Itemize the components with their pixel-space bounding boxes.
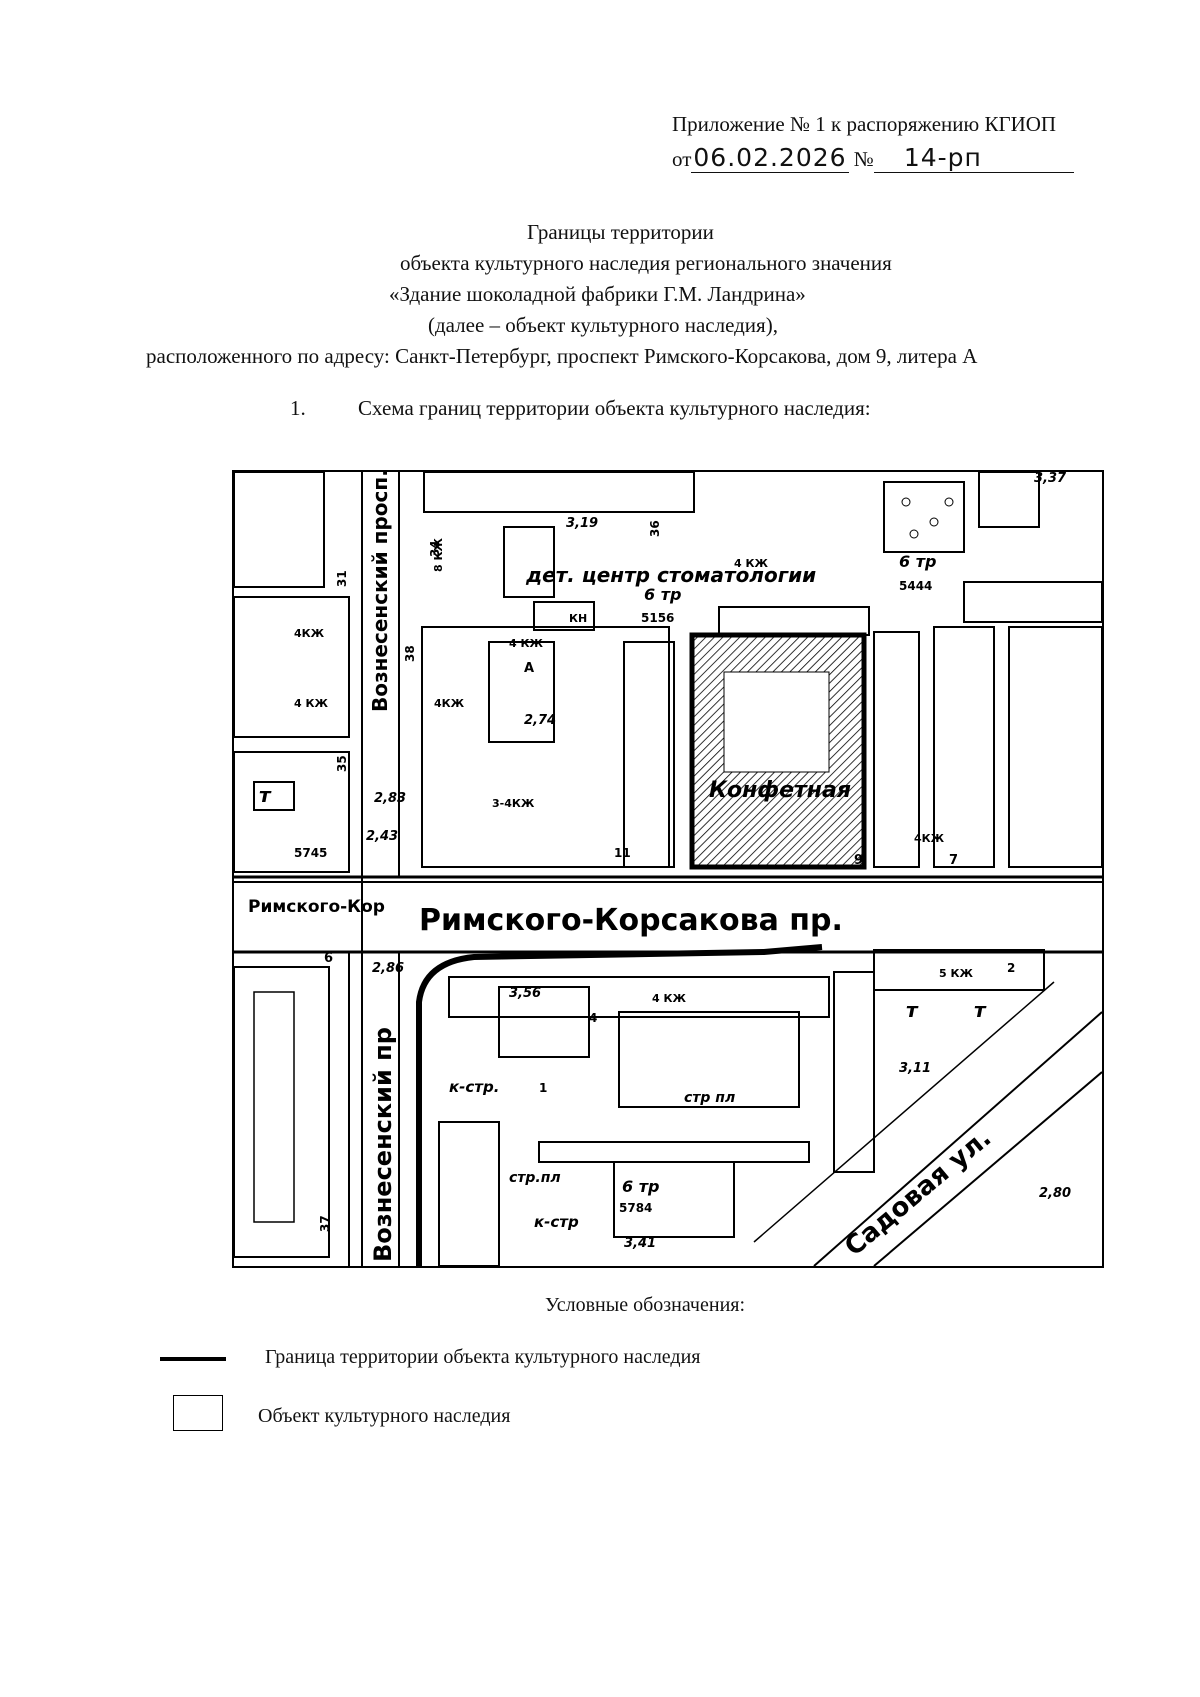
label-4kzh-e: 4 КЖ	[652, 992, 686, 1005]
height-341: 3,41	[624, 1236, 656, 1251]
title-line-3: «Здание шоколадной фабрики Г.М. Ландрина…	[389, 282, 806, 306]
legend-item-boundary: Граница территории объекта культурного н…	[265, 1346, 701, 1368]
title-line-1: Границы территории	[527, 220, 714, 244]
label-tp1-num: 5444	[899, 579, 932, 593]
street-label-main-small: Римского-Кор	[248, 897, 385, 917]
label-4kzh-g: 4КЖ	[914, 832, 945, 845]
height-337: 3,37	[1034, 472, 1067, 486]
label-34: 34	[428, 540, 442, 557]
street-label-voz-bottom: Вознесенский пр	[369, 1027, 397, 1262]
height-283: 2,83	[374, 791, 406, 806]
label-k-str1: к-стр.	[449, 1078, 499, 1096]
legend-boundary-line-icon	[160, 1357, 226, 1361]
label-6: 6	[324, 951, 333, 966]
label-38: 38	[403, 645, 417, 662]
label-4kzh-f: 4 КЖ	[734, 557, 768, 570]
legend-heritage-box-icon	[173, 1395, 223, 1431]
label-37: 37	[318, 1215, 332, 1232]
label-tp2: 6 тр	[644, 585, 681, 604]
handwritten-number: 14-рп	[873, 143, 1074, 173]
label-7: 7	[949, 853, 958, 868]
label-5745: 5745	[294, 846, 327, 860]
label-m2: т	[906, 998, 919, 1022]
label-31: 31	[335, 570, 349, 587]
label-k-str2: к-стр	[534, 1213, 579, 1231]
label-tp1: 6 тр	[899, 552, 936, 571]
label-konfetnaya: Конфетная	[709, 778, 851, 803]
street-label-sadovaya: Садовая ул.	[839, 1123, 997, 1262]
number-prefix: №	[853, 147, 874, 171]
label-4kzh-b: 4 КЖ	[294, 697, 328, 710]
label-m3: т	[974, 998, 987, 1022]
legend-title: Условные обозначения:	[545, 1294, 746, 1316]
label-2: 2	[1007, 961, 1015, 975]
street-label-main: Римского-Корсакова пр.	[419, 903, 843, 938]
height-311: 3,11	[899, 1061, 931, 1076]
label-4kzh-c: 4КЖ	[294, 627, 325, 640]
label-kn: КН	[569, 612, 587, 625]
section-text: Схема границ территории объекта культурн…	[358, 396, 871, 420]
street-label-voz-top: Вознесенский просп.	[368, 472, 392, 712]
legend-item-heritage: Объект культурного наследия	[258, 1405, 511, 1427]
label-lit-a: А	[524, 661, 534, 676]
height-319: 3,19	[566, 516, 598, 531]
label-1: 1	[539, 1081, 547, 1095]
title-line-2: объекта культурного наследия регионально…	[400, 251, 892, 275]
label-4kzh-a: 4 КЖ	[509, 637, 543, 650]
height-274: 2,74	[524, 713, 556, 728]
label-36: 36	[648, 520, 662, 537]
label-5kzh: 5 КЖ	[939, 967, 973, 980]
height-243: 2,43	[366, 829, 398, 844]
title-line-4: (далее – объект культурного наследия),	[428, 313, 778, 337]
boundary-map: Римского-Корсакова пр. Римского-Кор Возн…	[232, 470, 1104, 1268]
label-str-pl2: стр.пл	[509, 1170, 561, 1186]
label-tp3: 6 тр	[622, 1177, 659, 1196]
label-dental: дет. центр стоматологии	[525, 563, 816, 587]
label-8kzh: 8 КЖ	[432, 538, 445, 572]
handwritten-date: 06.02.2026	[691, 143, 849, 173]
label-3-4kzh: 3-4КЖ	[492, 797, 535, 810]
appendix-header: Приложение № 1 к распоряжению КГИОП	[672, 112, 1057, 136]
height-280: 2,80	[1039, 1186, 1071, 1201]
date-prefix: от	[672, 147, 692, 171]
label-4: 4	[589, 1011, 597, 1025]
map-drawing: Римского-Корсакова пр. Римского-Кор Возн…	[234, 472, 1102, 1266]
label-9: 9	[854, 853, 863, 868]
label-str-pl1: стр пл	[684, 1090, 735, 1106]
label-35: 35	[335, 755, 349, 772]
height-356: 3,56	[509, 986, 541, 1001]
label-tp3-num: 5784	[619, 1201, 652, 1215]
section-number: 1.	[290, 396, 306, 420]
label-tp2-num: 5156	[641, 611, 674, 625]
label-11: 11	[614, 846, 631, 860]
label-m1: т	[259, 783, 272, 807]
title-line-5: расположенного по адресу: Санкт-Петербур…	[146, 344, 978, 368]
label-4kzh-d: 4КЖ	[434, 697, 465, 710]
height-286: 2,86	[372, 961, 404, 976]
